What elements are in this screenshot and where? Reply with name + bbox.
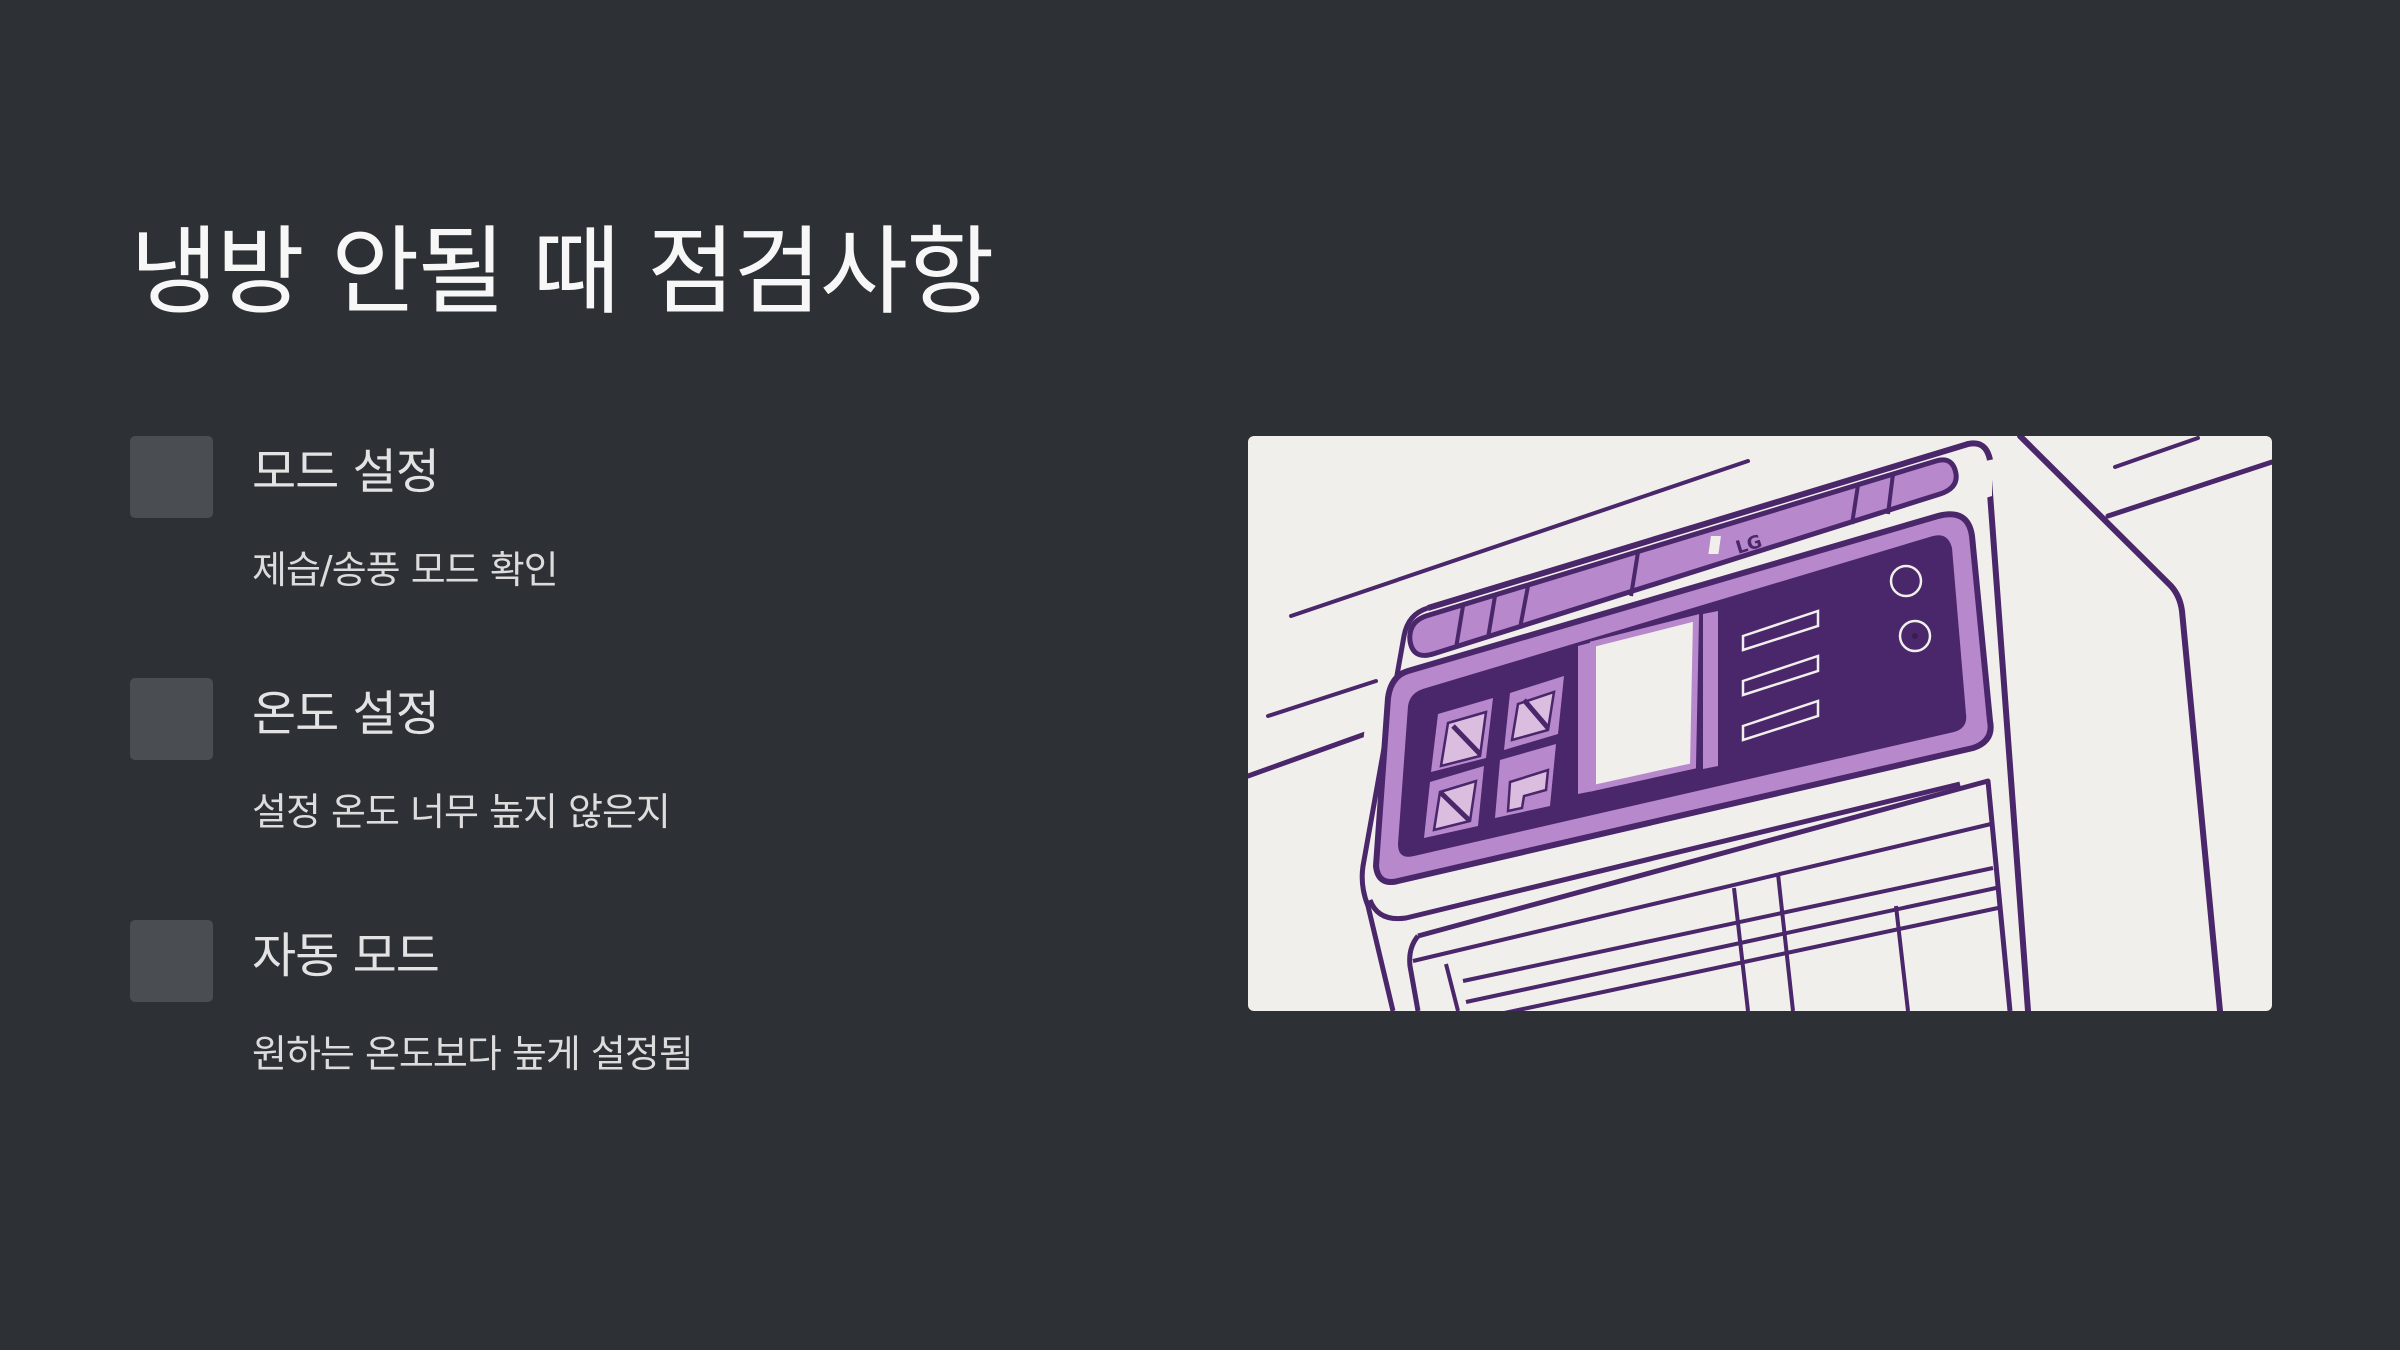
- page-title: 냉방 안될 때 점검사항: [130, 216, 994, 328]
- item-icon-placeholder: [130, 436, 213, 518]
- item-description: 설정 온도 너무 높지 않은지: [252, 790, 671, 834]
- air-conditioner-icon: LG: [1248, 436, 2272, 1011]
- item-heading: 모드 설정: [252, 444, 440, 500]
- item-description: 원하는 온도보다 높게 설정됨: [252, 1032, 694, 1076]
- checklist-item-auto-mode: 자동 모드 원하는 온도보다 높게 설정됨: [130, 920, 1130, 1120]
- item-heading: 온도 설정: [252, 686, 440, 742]
- item-icon-placeholder: [130, 678, 213, 760]
- air-conditioner-illustration: LG: [1248, 436, 2272, 1011]
- checklist-item-mode: 모드 설정 제습/송풍 모드 확인: [130, 436, 1130, 636]
- checklist-item-temperature: 온도 설정 설정 온도 너무 높지 않은지: [130, 678, 1130, 878]
- item-heading: 자동 모드: [252, 928, 440, 984]
- item-icon-placeholder: [130, 920, 213, 1002]
- item-description: 제습/송풍 모드 확인: [252, 548, 559, 592]
